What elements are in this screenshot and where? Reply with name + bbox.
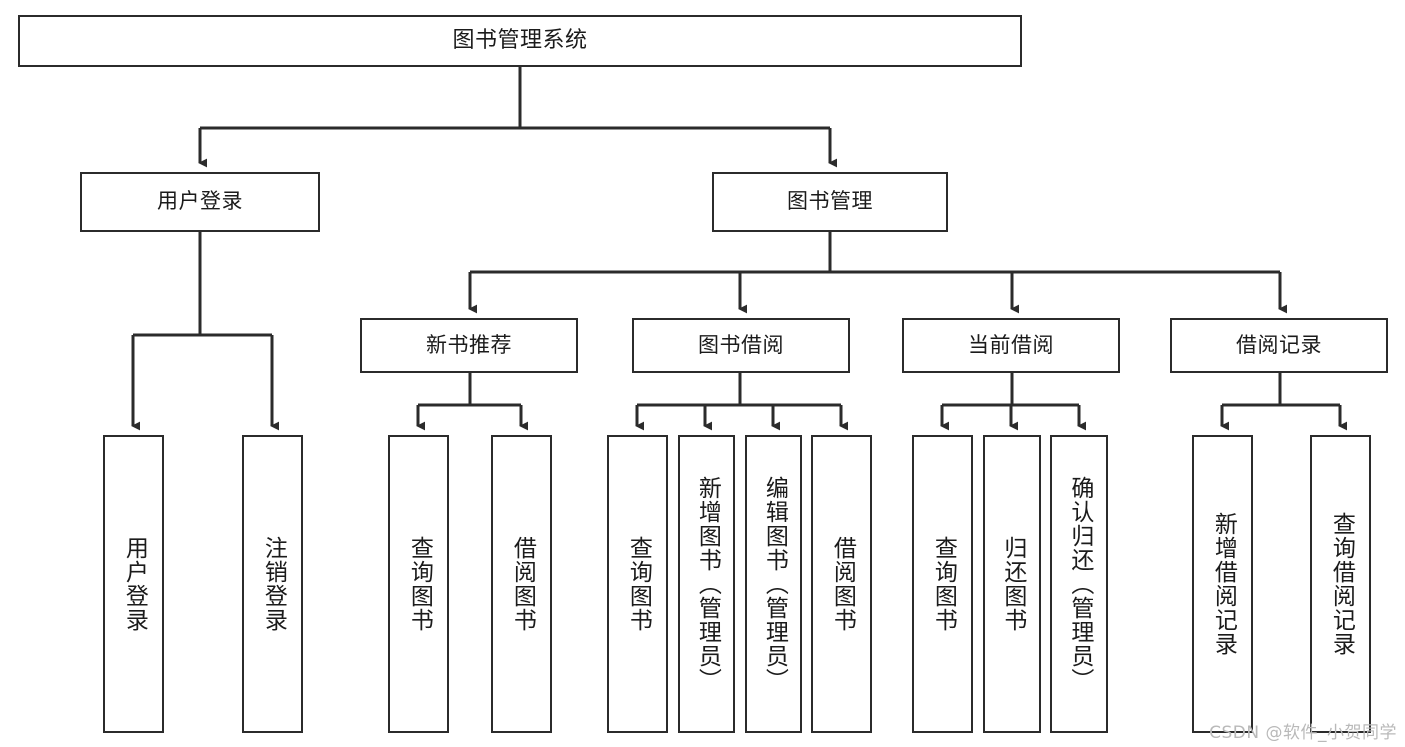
node-borrow-record[interactable]: 借阅记录: [1170, 318, 1388, 373]
node-leaf-add-book-admin[interactable]: 新增图书（管理员）: [678, 435, 735, 733]
node-label: 注销登录: [260, 536, 287, 632]
node-label: 借阅图书: [829, 536, 856, 632]
node-user-login[interactable]: 用户登录: [80, 172, 320, 232]
node-label: 新书推荐: [426, 332, 512, 357]
watermark: CSDN @软件_小贺同学: [1209, 723, 1397, 743]
node-label: 当前借阅: [968, 332, 1054, 357]
node-leaf-user-login[interactable]: 用户登录: [103, 435, 164, 733]
node-root-system[interactable]: 图书管理系统: [18, 15, 1022, 67]
node-leaf-borrow-book-recommend[interactable]: 借阅图书: [491, 435, 552, 733]
node-label: 归还图书: [999, 536, 1026, 632]
node-label: 新增借阅记录: [1210, 512, 1237, 656]
node-new-book-recommend[interactable]: 新书推荐: [360, 318, 578, 373]
node-label: 图书管理: [787, 189, 873, 214]
node-leaf-query-book-recommend[interactable]: 查询图书: [388, 435, 449, 733]
node-leaf-return-book[interactable]: 归还图书: [983, 435, 1041, 733]
node-label: 用户登录: [157, 189, 243, 214]
node-label: 查询图书: [625, 536, 652, 632]
node-leaf-add-borrow-record[interactable]: 新增借阅记录: [1192, 435, 1253, 733]
node-label: 确认归还（管理员）: [1066, 476, 1093, 692]
node-label: 借阅图书: [509, 536, 536, 632]
node-leaf-query-book-borrow[interactable]: 查询图书: [607, 435, 668, 733]
node-label: 用户登录: [121, 536, 148, 632]
node-label: 新增图书（管理员）: [694, 476, 721, 692]
node-label: 图书借阅: [698, 332, 784, 357]
node-leaf-edit-book-admin[interactable]: 编辑图书（管理员）: [745, 435, 802, 733]
node-book-management[interactable]: 图书管理: [712, 172, 948, 232]
node-label: 图书管理系统: [452, 27, 588, 53]
node-label: 编辑图书（管理员）: [761, 476, 788, 692]
node-leaf-confirm-return-admin[interactable]: 确认归还（管理员）: [1050, 435, 1108, 733]
node-book-borrow[interactable]: 图书借阅: [632, 318, 850, 373]
node-label: 查询图书: [930, 536, 957, 632]
node-label: 借阅记录: [1236, 332, 1322, 357]
node-leaf-logout[interactable]: 注销登录: [242, 435, 303, 733]
node-leaf-query-borrow-record[interactable]: 查询借阅记录: [1310, 435, 1371, 733]
node-label: 查询图书: [406, 536, 433, 632]
node-label: 查询借阅记录: [1328, 512, 1355, 656]
node-current-borrow[interactable]: 当前借阅: [902, 318, 1120, 373]
node-leaf-query-book-current[interactable]: 查询图书: [912, 435, 973, 733]
node-leaf-borrow-book[interactable]: 借阅图书: [811, 435, 872, 733]
